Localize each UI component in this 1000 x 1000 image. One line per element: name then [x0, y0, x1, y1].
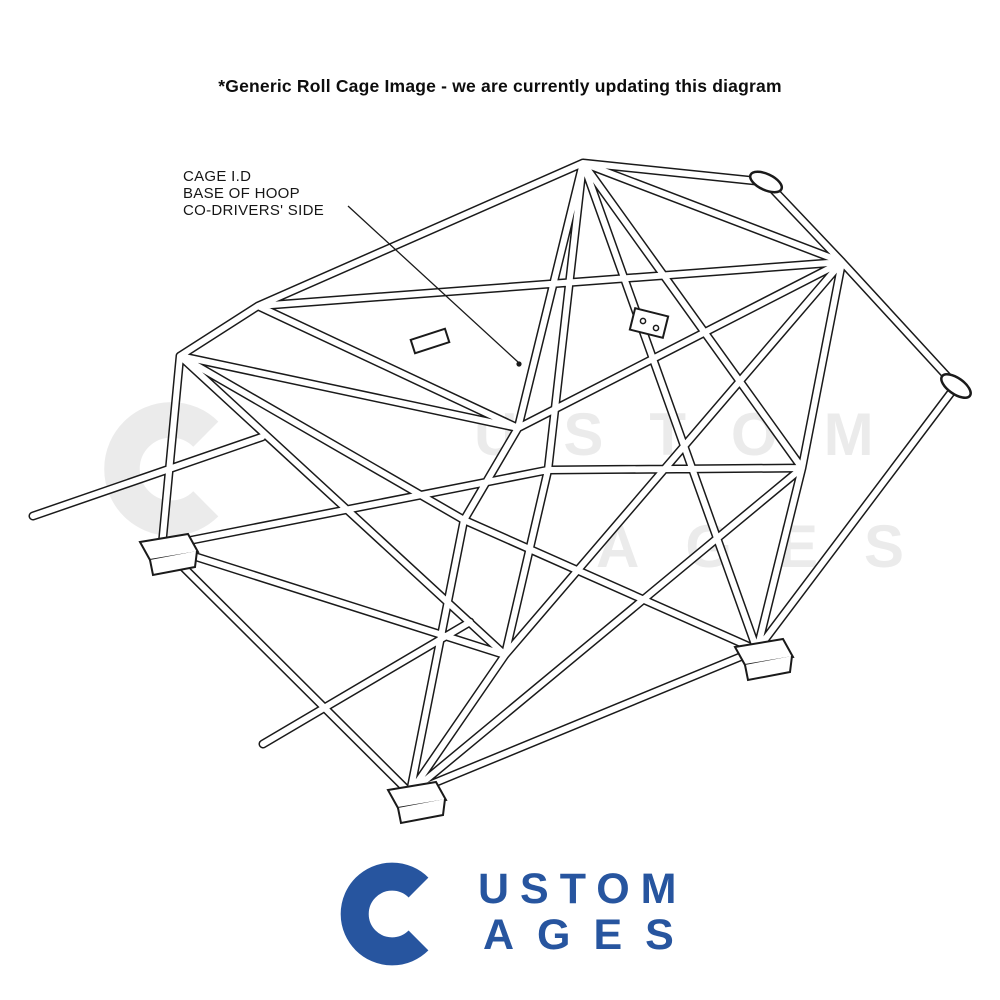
cage-tube-fills — [30, 160, 959, 796]
disclaimer-text: *Generic Roll Cage Image - we are curren… — [218, 76, 782, 96]
tube-end-cap — [940, 373, 972, 399]
logo-word-top: USTOM — [478, 865, 688, 913]
annotation-leader-line — [347, 205, 519, 363]
annotation-leader-dot — [516, 361, 522, 367]
logo-c-icon — [340, 862, 429, 966]
bracket-plate — [628, 307, 670, 339]
annotation-label: CAGE I.D BASE OF HOOP CO-DRIVERS' SIDE — [183, 168, 324, 219]
foot-plate-rear — [733, 637, 795, 682]
annotation-line-3: CO-DRIVERS' SIDE — [183, 202, 325, 219]
hoop-base-clamp — [409, 327, 451, 355]
tube-end-cap — [748, 170, 784, 194]
foot-plate-front-right — [386, 780, 448, 825]
logo-word-bottom: AGES — [483, 911, 697, 959]
annotation-line-1: CAGE I.D — [183, 168, 252, 185]
foot-plate-front-left — [138, 532, 200, 577]
brand-logo: USTOM AGES — [318, 858, 738, 978]
annotation-line-2: BASE OF HOOP — [183, 185, 300, 202]
